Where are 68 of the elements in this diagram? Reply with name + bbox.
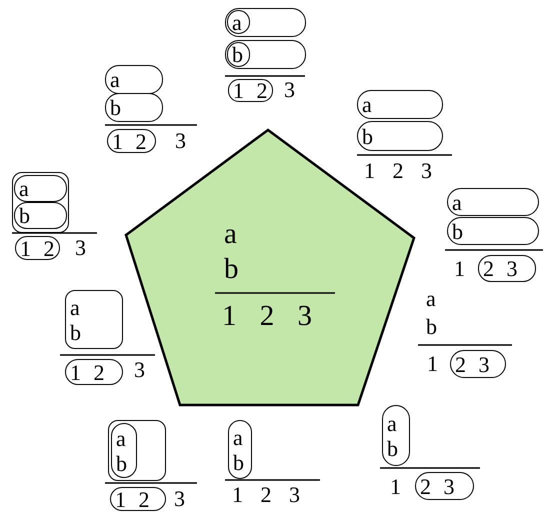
rounded-box	[14, 202, 67, 229]
symbol-text: b	[110, 95, 122, 120]
symbol-text: 2 3	[483, 256, 518, 281]
pill-outline	[447, 188, 539, 216]
symbol-text: 1 2 3	[232, 483, 300, 507]
symbol-text: b	[362, 124, 374, 148]
symbol-text: 1 2	[70, 360, 106, 384]
pill-outline	[227, 10, 250, 34]
symbol-text: b	[426, 315, 437, 339]
symbol-text: 1 2	[20, 236, 55, 260]
pill-outline	[227, 42, 250, 67]
symbol-text: 3	[75, 236, 86, 260]
symbol-text: 1 2	[115, 486, 150, 512]
symbol-text: a	[232, 10, 243, 34]
symbol-text: b	[116, 450, 128, 476]
symbol-text: b	[387, 436, 399, 460]
symbol-text: a	[70, 294, 81, 320]
symbol-text: a	[387, 410, 398, 436]
symbol-text: 2 3	[420, 474, 456, 498]
rounded-box	[105, 93, 163, 122]
pentagon-text: a	[224, 218, 237, 250]
symbol-text: 3	[175, 129, 186, 153]
symbol-text: a	[116, 426, 127, 450]
rounded-box	[108, 420, 166, 481]
symbol-text: a	[362, 92, 373, 117]
rounded-box	[105, 65, 163, 94]
pill-outline	[15, 236, 60, 260]
symbol-text: a	[452, 190, 463, 214]
pill-outline	[357, 121, 443, 151]
symbol-text: 3	[284, 78, 295, 102]
symbol-text: 2 3	[455, 352, 490, 376]
rounded-box	[12, 172, 69, 233]
rounded-box	[478, 255, 536, 282]
rounded-box	[357, 90, 443, 119]
pill-outline	[415, 472, 474, 500]
symbol-text: 1 2	[112, 128, 148, 154]
symbol-text: b	[233, 450, 245, 474]
symbol-text: 3	[134, 358, 145, 382]
pill-outline	[65, 359, 123, 385]
symbol-text: 3	[174, 487, 185, 511]
rounded-box	[225, 8, 306, 37]
symbol-text: 1 2 3	[364, 159, 432, 183]
symbol-text: a	[233, 424, 244, 450]
symbol-text: 1 2	[233, 78, 268, 103]
pill-outline	[450, 350, 506, 378]
symbol-text: 1	[427, 352, 438, 376]
rounded-box	[225, 40, 306, 69]
pentagon	[124, 128, 416, 407]
rounded-box	[14, 175, 67, 202]
pill-outline	[228, 420, 252, 479]
rounded-box	[228, 79, 273, 102]
symbol-text: a	[426, 287, 436, 311]
rounded-box	[65, 290, 123, 349]
symbol-text: 1	[454, 257, 465, 281]
pill-outline	[107, 129, 156, 153]
pentagon-text: 1 2 3	[222, 300, 312, 332]
symbol-text: b	[452, 218, 464, 244]
symbol-text: b	[232, 42, 244, 67]
pill-outline	[382, 405, 410, 466]
symbol-text: 1	[390, 475, 401, 499]
symbol-text: a	[19, 176, 30, 201]
pill-outline	[447, 217, 539, 245]
pentagon-text: b	[224, 253, 238, 285]
pill-outline	[111, 423, 137, 478]
symbol-text: b	[70, 320, 82, 344]
pill-outline	[110, 487, 166, 511]
symbol-text: b	[19, 203, 31, 228]
symbol-text: a	[110, 67, 121, 92]
